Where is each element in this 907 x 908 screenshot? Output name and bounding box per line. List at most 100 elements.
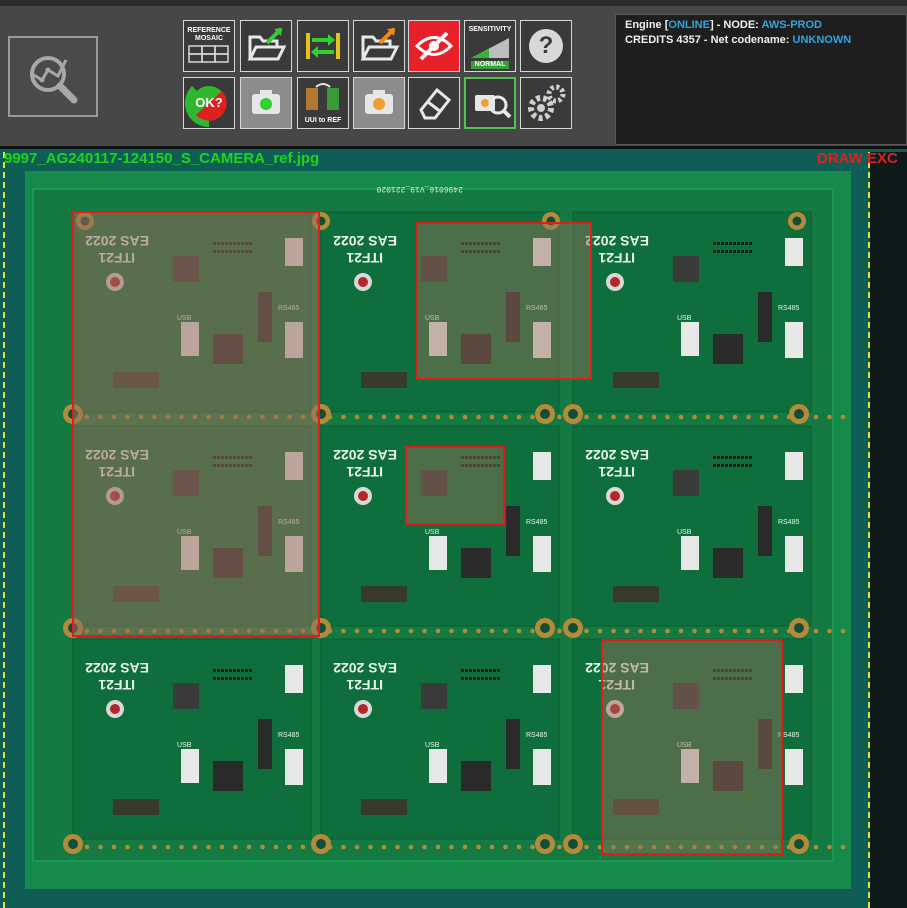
pad (732, 414, 738, 420)
smd-part (737, 242, 740, 245)
pad (759, 844, 765, 850)
smd-part (233, 669, 236, 672)
rs485-chip (506, 719, 520, 769)
pad (408, 844, 414, 850)
rs485-chip (758, 292, 772, 342)
pad (341, 628, 346, 634)
smd-part (461, 677, 464, 680)
sensitivity-button[interactable]: SENSITIVITY NORMAL (464, 20, 516, 72)
smd-part (729, 669, 732, 672)
open-folder-icon (247, 27, 287, 61)
smd-part (489, 242, 492, 245)
corner-hole-center (792, 216, 802, 226)
smd-part (721, 242, 724, 245)
draw-exclusion-label[interactable]: DRAW EXC (817, 150, 898, 167)
smd-part (245, 669, 248, 672)
connector (533, 749, 551, 785)
pad (746, 414, 751, 420)
open-folder-button[interactable] (240, 20, 292, 72)
mounting-hole-center (568, 623, 578, 633)
smd-part (465, 677, 468, 680)
smd-part (749, 677, 752, 680)
detection-box-4[interactable] (601, 639, 783, 855)
smd-part (485, 250, 488, 253)
reference-mosaic-label-2: MOSAIC (195, 35, 223, 42)
help-glyph: ? (538, 32, 554, 59)
hide-button[interactable] (408, 20, 460, 72)
reference-mosaic-button[interactable]: REFERENCE MOSAIC (183, 20, 235, 72)
smd-part (481, 456, 484, 459)
settings-button[interactable] (520, 77, 572, 129)
detection-box-2[interactable] (416, 222, 592, 380)
pad (665, 414, 670, 420)
image-viewer[interactable]: 2496016_V19_221020 EAS 2022ITF21USBRS485… (0, 146, 907, 908)
pad (705, 414, 711, 420)
rs485-chip (258, 719, 272, 769)
swap-button[interactable] (297, 20, 349, 72)
detection-box-1[interactable] (72, 211, 320, 637)
pad (584, 844, 589, 850)
board-label-itf: ITF21 (346, 250, 383, 266)
smd-part (461, 242, 464, 245)
open-folder-2-button[interactable] (353, 20, 405, 72)
smd-part (489, 464, 492, 467)
smd-part (497, 242, 500, 245)
display-window (613, 799, 659, 815)
board-label-itf: ITF21 (346, 677, 383, 693)
codename-value: UNKNOWN (792, 34, 852, 46)
smd-part (717, 456, 720, 459)
camera-green-button[interactable] (240, 77, 292, 129)
smd-part (733, 242, 736, 245)
pad (827, 844, 832, 850)
pad (165, 844, 171, 850)
ok-check-button[interactable]: OK? (183, 77, 235, 129)
board-label-eas: EAS 2022 (585, 660, 649, 676)
pad (638, 414, 643, 420)
smd-part (213, 669, 216, 672)
uui-to-ref-button[interactable]: UUI to REF (297, 77, 349, 129)
driver-chip (213, 761, 243, 791)
usb-connector (429, 749, 447, 783)
pad (503, 414, 508, 420)
mounting-hole-center (540, 839, 550, 849)
smd-part (465, 242, 468, 245)
pad (287, 844, 292, 850)
label-usb: USB (425, 529, 440, 536)
pad (840, 414, 846, 420)
help-button[interactable]: ? (520, 20, 572, 72)
mounting-hole-center (568, 839, 578, 849)
pad (705, 628, 711, 634)
smd-part (737, 669, 740, 672)
smd-part (493, 464, 496, 467)
pcb-image[interactable]: 2496016_V19_221020 EAS 2022ITF21USBRS485… (25, 171, 851, 889)
smd-part (717, 677, 720, 680)
smd-part (249, 677, 252, 680)
pad (557, 628, 562, 634)
detection-box-3[interactable] (405, 446, 505, 525)
viewer-left-boundary (3, 152, 5, 908)
label-rs485: RS485 (778, 305, 800, 312)
pad (98, 844, 103, 850)
smd-part (497, 677, 500, 680)
smd-part (721, 677, 724, 680)
pad (152, 844, 157, 850)
camera-orange-button[interactable] (353, 77, 405, 129)
mounting-hole-center (540, 623, 550, 633)
label-rs485: RS485 (778, 732, 800, 739)
capacitor-top (358, 704, 368, 714)
connector (785, 452, 803, 480)
camera-search-button[interactable] (464, 77, 516, 129)
sensitivity-ramp-icon (471, 38, 509, 58)
pad (489, 414, 495, 420)
capacitor-top (358, 491, 368, 501)
usb-connector (681, 322, 699, 356)
smd-part (469, 464, 472, 467)
pad (719, 628, 724, 634)
eraser-button[interactable] (408, 77, 460, 129)
node-value: AWS-PROD (761, 19, 823, 31)
grid-icon (188, 45, 229, 63)
smd-part (477, 677, 480, 680)
app-logo-button[interactable] (8, 36, 98, 117)
viewer-right-margin (870, 152, 907, 908)
smd-part (713, 456, 716, 459)
